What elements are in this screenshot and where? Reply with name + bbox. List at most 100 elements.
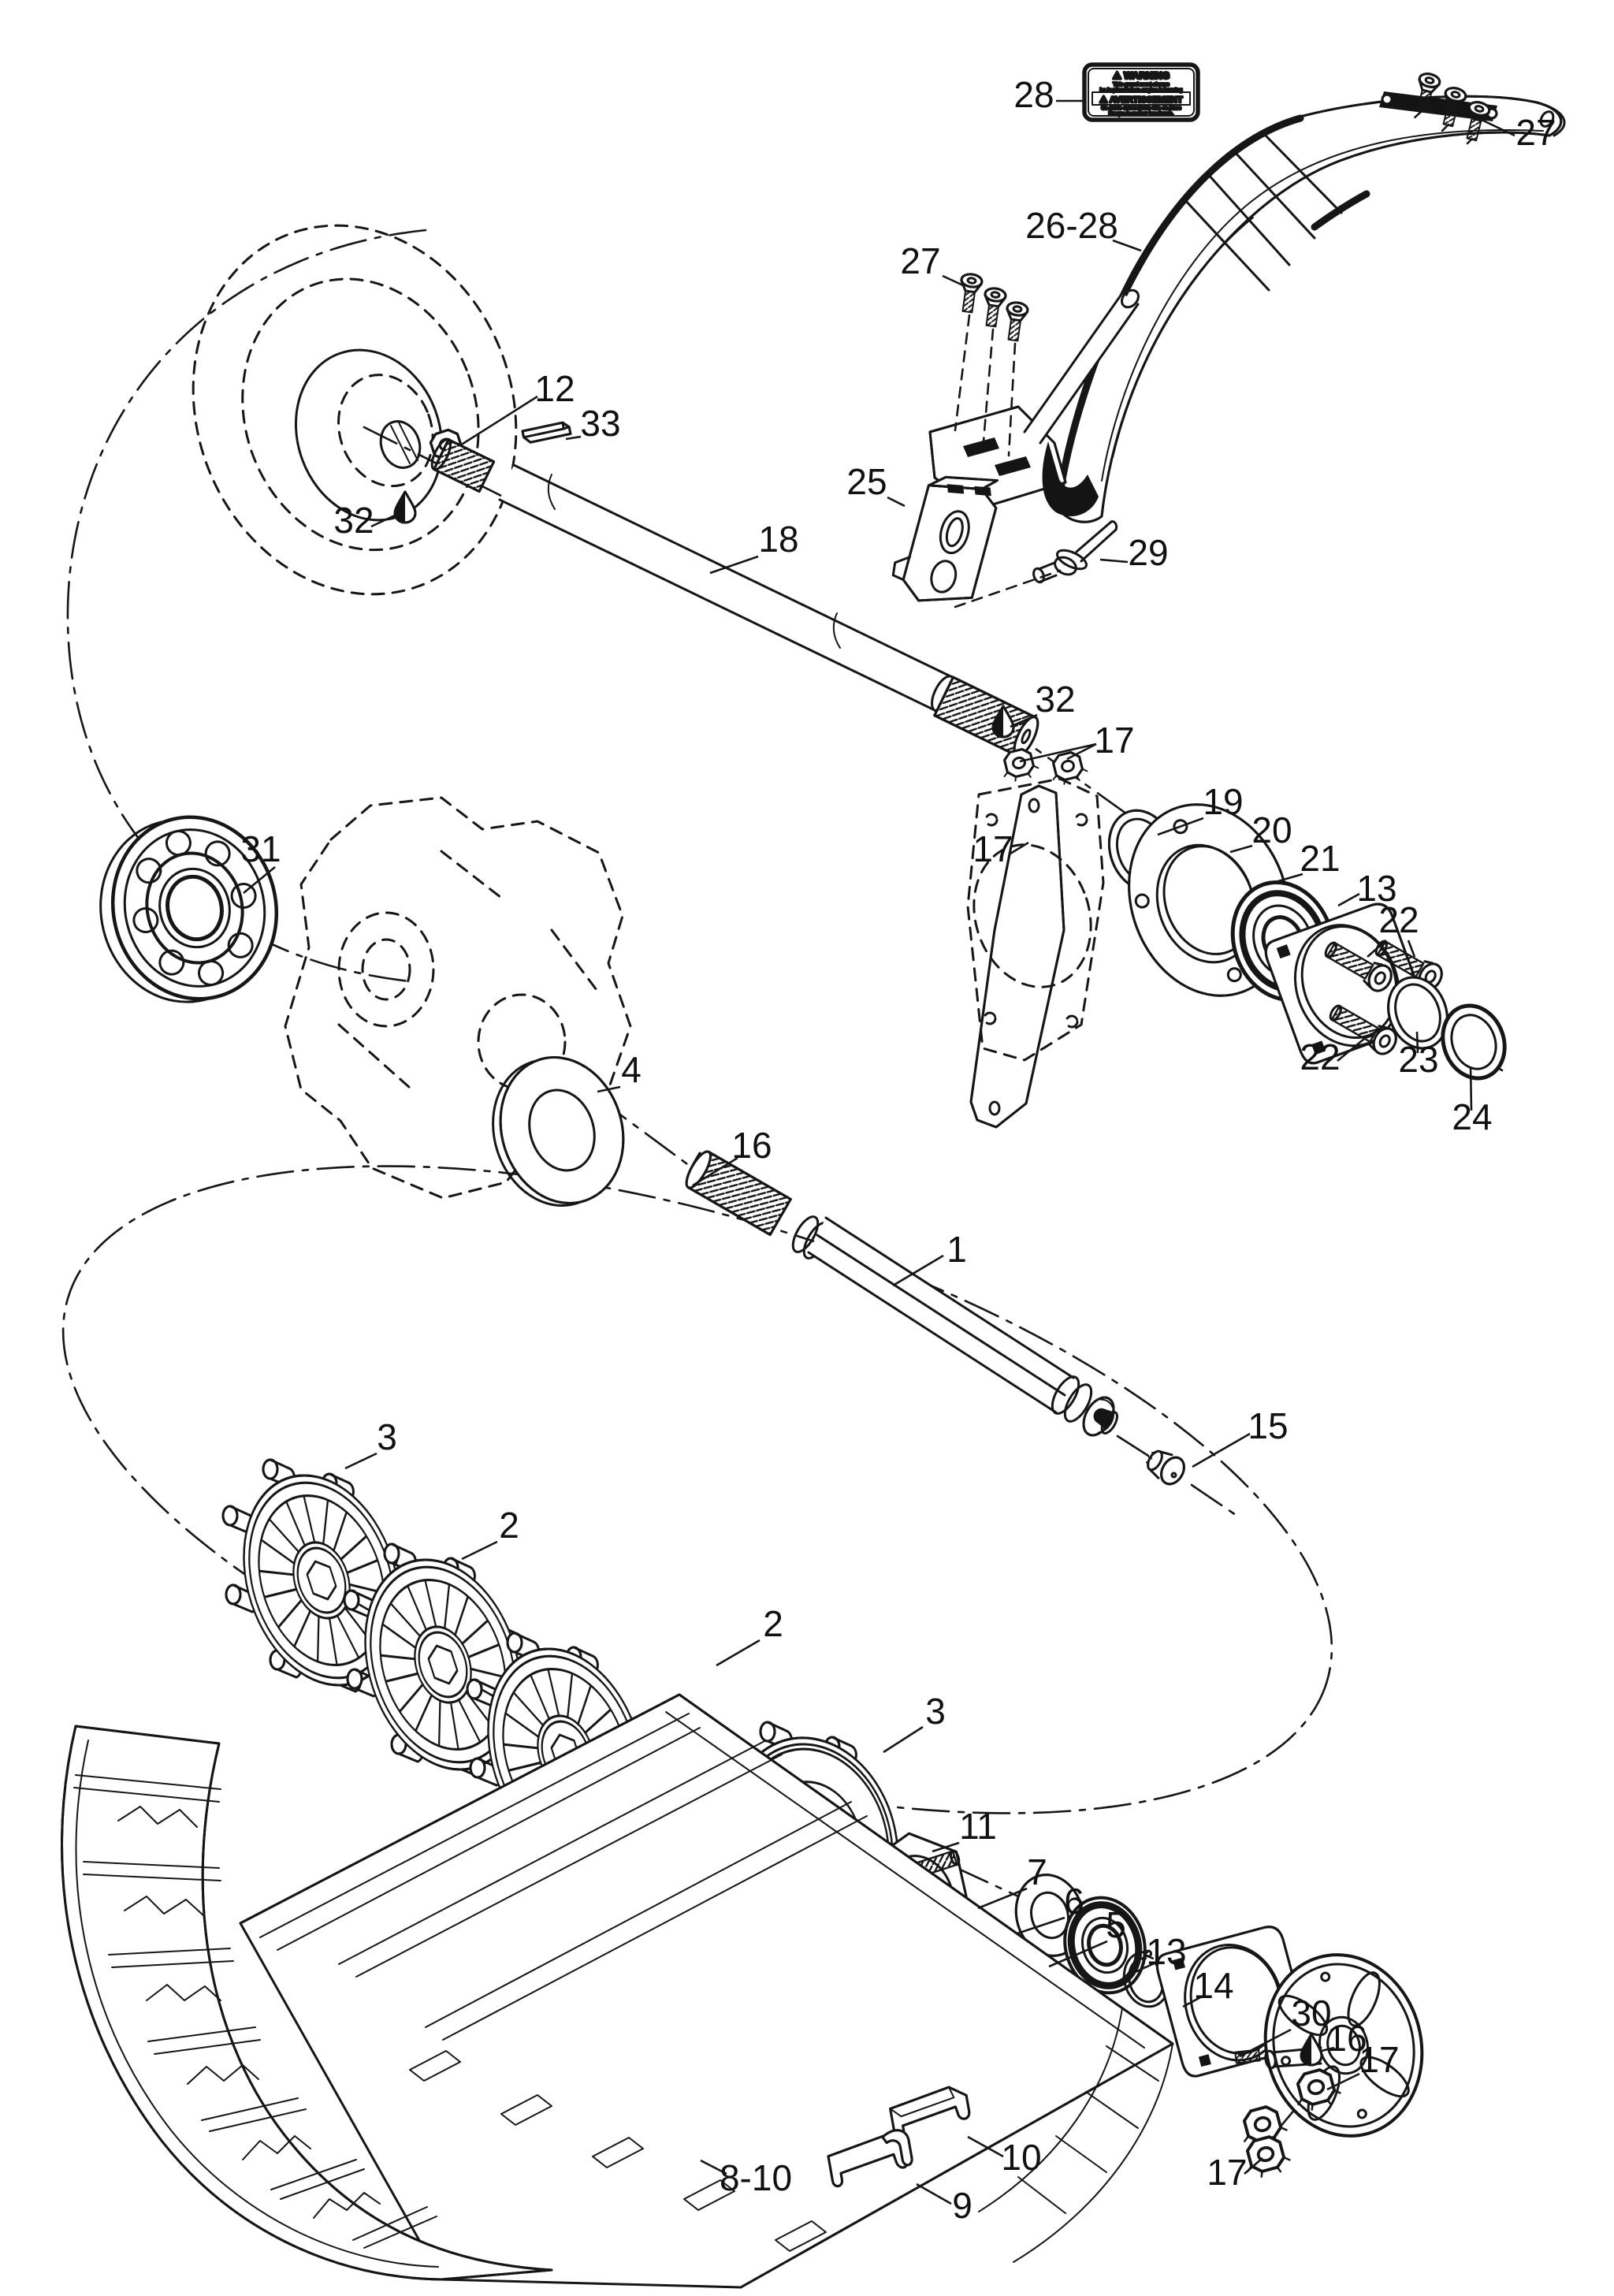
callout-leader-13 — [1122, 1960, 1158, 1979]
callout-leader-30 — [1239, 2028, 1292, 2058]
anchor-bracket-25 — [891, 475, 999, 602]
callout-leader-22 — [1367, 940, 1387, 958]
callout-26-28-2: 26-28 — [1025, 205, 1118, 246]
callout-leader-6 — [1017, 1916, 1065, 1935]
decal-title-en: ⚠ WARNING — [1113, 70, 1170, 81]
rivet-29 — [1032, 520, 1118, 584]
callout-leader-4 — [597, 1085, 621, 1093]
callout-leader-2 — [461, 1540, 498, 1561]
callout-leader-25 — [887, 496, 906, 508]
callout-leader-15 — [1192, 1432, 1251, 1468]
callout-leader-33 — [565, 435, 582, 441]
callout-leader-32 — [1010, 713, 1038, 728]
callout-leader-29 — [1099, 558, 1129, 564]
callout-leader-1 — [892, 1254, 944, 1287]
callout-29-8: 29 — [1128, 532, 1168, 573]
callout-12-4: 12 — [534, 368, 575, 409]
callout-30-36: 30 — [1291, 1993, 1331, 2034]
callout-leader-16 — [692, 1156, 738, 1187]
callout-leader-22 — [1407, 940, 1416, 958]
callout-14-35: 14 — [1193, 1965, 1233, 2006]
callout-24-20: 24 — [1452, 1096, 1492, 1137]
callout-leader-32 — [370, 512, 399, 528]
decal-body-en-2: be in place when engine is running — [1100, 87, 1183, 93]
callout-leader-9 — [916, 2183, 952, 2205]
ball-bearing-31 — [99, 815, 279, 1003]
callout-leader-3 — [883, 1725, 924, 1754]
callout-leader-5 — [1048, 1940, 1108, 1968]
callout-3-26: 3 — [377, 1416, 397, 1457]
ghost-front-sprocket — [192, 224, 518, 596]
callout-13-34: 13 — [1146, 1931, 1186, 1972]
callout-15-25: 15 — [1248, 1405, 1288, 1446]
callout-10-42: 10 — [1001, 2137, 1041, 2178]
decal-title-fr: ⚠ AVERTISSEMENT — [1099, 95, 1182, 105]
callout-21-15: 21 — [1300, 838, 1340, 879]
callout-2-28: 2 — [763, 1603, 783, 1644]
callout-3-29: 3 — [925, 1691, 946, 1732]
decal-body-fr-1: Ce garde doit toujours être en place — [1101, 106, 1181, 111]
square-key-33 — [521, 421, 572, 444]
callout-leader-3 — [344, 1452, 377, 1470]
warning-decal: ⚠ WARNING This guard must always be in p… — [1082, 62, 1200, 122]
callout-17-38: 17 — [1359, 2039, 1399, 2080]
callout-31-21: 31 — [240, 828, 281, 869]
callout-17-11: 17 — [1094, 720, 1134, 761]
decal-body-fr-2: lorsque le moteur fonctionne. — [1109, 111, 1174, 117]
callout-leader-26-28 — [1112, 239, 1142, 252]
callout-27-3: 27 — [900, 240, 940, 281]
decal-body-en-1: This guard must always — [1113, 82, 1170, 87]
callout-25-7: 25 — [846, 461, 887, 502]
guard-screws-27-left — [954, 271, 1030, 457]
callout-4-22: 4 — [621, 1049, 642, 1090]
callout-leader-14 — [1182, 1993, 1206, 2008]
callout-leader-7 — [977, 1887, 1028, 1910]
callout-16-37: 16 — [1326, 2018, 1367, 2059]
callout-11-30: 11 — [959, 1806, 997, 1847]
callout-16-23: 16 — [731, 1125, 772, 1166]
track-clip-9 — [827, 2129, 913, 2188]
callout-22-17: 22 — [1378, 899, 1419, 940]
loctite-drop-32a — [393, 490, 417, 524]
callout-1-24: 1 — [946, 1229, 967, 1270]
callout-leader-21 — [1266, 873, 1303, 886]
callout-18-9: 18 — [758, 519, 798, 560]
callout-leader-27 — [1481, 118, 1515, 137]
callout-7-31: 7 — [1027, 1851, 1047, 1892]
support-bracket — [969, 784, 1065, 1129]
callout-13-16: 13 — [1356, 868, 1396, 909]
axle-nut-17f — [1239, 2131, 1294, 2182]
callout-leader-17 — [1244, 2157, 1263, 2175]
callout-leader-27 — [942, 274, 964, 287]
callout-leader-31 — [243, 865, 276, 895]
callout-33-5: 33 — [580, 403, 620, 444]
o-ring-23 — [1387, 976, 1449, 1050]
callout-leader-17 — [1066, 742, 1097, 761]
bracket-rivet-dash — [954, 569, 1062, 608]
callout-leader-8-10 — [700, 2159, 727, 2175]
callout-17-12: 17 — [972, 828, 1013, 869]
callout-8-10-40: 8-10 — [720, 2157, 792, 2198]
callout-9-41: 9 — [952, 2185, 972, 2226]
callout-leader-13 — [1337, 892, 1360, 907]
callout-leader-10 — [967, 2135, 1004, 2158]
callout-17-39: 17 — [1207, 2152, 1247, 2193]
speedo-pin-30 — [1234, 2049, 1261, 2064]
callout-leader-22 — [1337, 1037, 1365, 1062]
callout-27-1: 27 — [1515, 112, 1556, 153]
callout-leader-18 — [709, 555, 759, 575]
callout-32-10: 32 — [1035, 679, 1075, 720]
callout-leader-19 — [1157, 817, 1204, 836]
track-8-10 — [61, 1693, 1174, 2289]
callout-32-6: 32 — [333, 500, 374, 541]
nut-17b — [1047, 748, 1090, 788]
callout-leader-17 — [1010, 841, 1029, 855]
callout-2-27: 2 — [499, 1505, 519, 1546]
retaining-ring-24 — [1441, 1003, 1507, 1081]
belt-guard-26-28 — [928, 91, 1566, 523]
callout-leader-20 — [1229, 844, 1253, 854]
callout-19-13: 19 — [1203, 781, 1243, 822]
callout-5-33: 5 — [1106, 1904, 1126, 1945]
